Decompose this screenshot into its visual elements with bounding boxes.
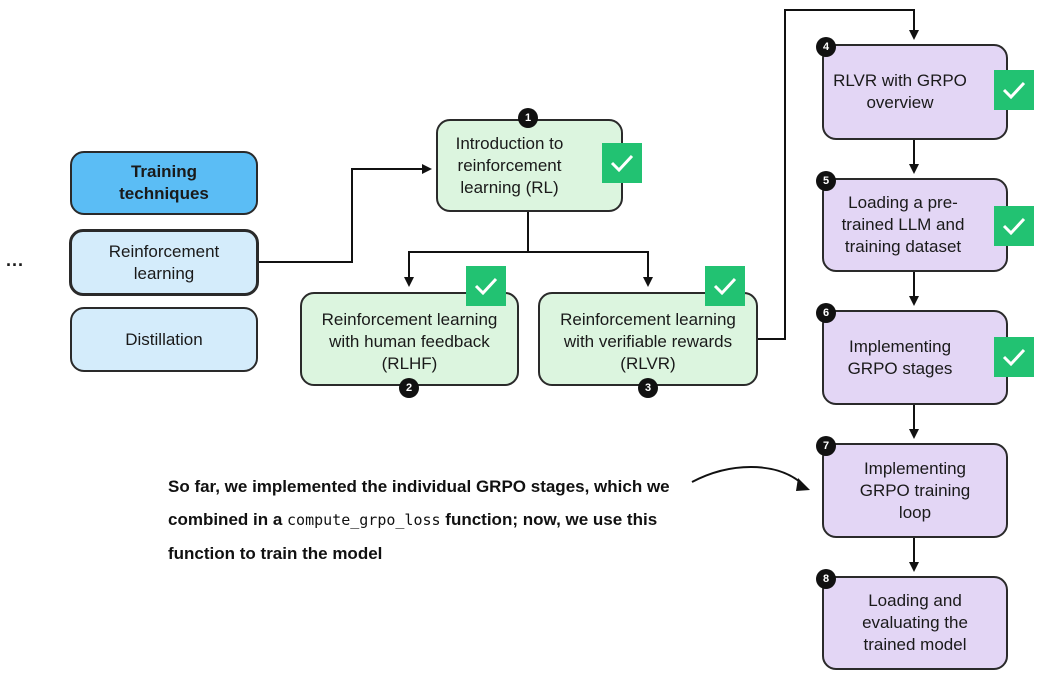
note-text-part2: function; now, we use this function to t…	[168, 510, 658, 563]
note-pointer-curve	[691, 466, 801, 483]
checkmark-icon	[994, 70, 1034, 110]
arrow-intro-to-rlvr	[528, 251, 653, 287]
grpo-stages-box[interactable]: Implementing GRPO stages	[822, 310, 1008, 405]
step-badge-7: 7	[816, 436, 836, 456]
step-badge-8: 8	[816, 569, 836, 589]
distillation-box[interactable]: Distillation	[70, 307, 258, 372]
annotation-note: So far, we implemented the individual GR…	[168, 470, 728, 570]
checkmark-icon	[466, 266, 506, 306]
step-badge-4: 4	[816, 37, 836, 57]
step-badge-3: 3	[638, 378, 658, 398]
training-techniques-box[interactable]: Training techniques	[70, 151, 258, 215]
grpo-training-loop-box[interactable]: Implementing GRPO training loop	[822, 443, 1008, 538]
rlvr-box[interactable]: Reinforcement learning with verifiable r…	[538, 292, 758, 386]
note-code: compute_grpo_loss	[287, 511, 441, 529]
note-pointer-arrowhead	[796, 478, 810, 491]
checkmark-icon	[994, 337, 1034, 377]
step-badge-2: 2	[399, 378, 419, 398]
loading-dataset-box[interactable]: Loading a pre- trained LLM and training …	[822, 178, 1008, 272]
arrow-intro-to-rlhf	[404, 212, 529, 287]
grpo-overview-box[interactable]: RLVR with GRPO overview	[822, 44, 1008, 140]
intro-rl-box[interactable]: Introduction to reinforcement learning (…	[436, 119, 623, 212]
arrow-rl-to-intro	[258, 164, 432, 263]
step-badge-5: 5	[816, 171, 836, 191]
rlhf-box[interactable]: Reinforcement learning with human feedba…	[300, 292, 519, 386]
reinforcement-learning-box[interactable]: Reinforcement learning	[69, 229, 259, 296]
step-badge-6: 6	[816, 303, 836, 323]
arrow-rlvr-to-overview	[758, 9, 919, 340]
step-badge-1: 1	[518, 108, 538, 128]
note-text-part1: So far, we implemented the individual GR…	[168, 477, 670, 529]
checkmark-icon	[705, 266, 745, 306]
checkmark-icon	[602, 143, 642, 183]
evaluate-model-box[interactable]: Loading and evaluating the trained model	[822, 576, 1008, 670]
checkmark-icon	[994, 206, 1034, 246]
ellipsis: ...	[6, 250, 25, 270]
